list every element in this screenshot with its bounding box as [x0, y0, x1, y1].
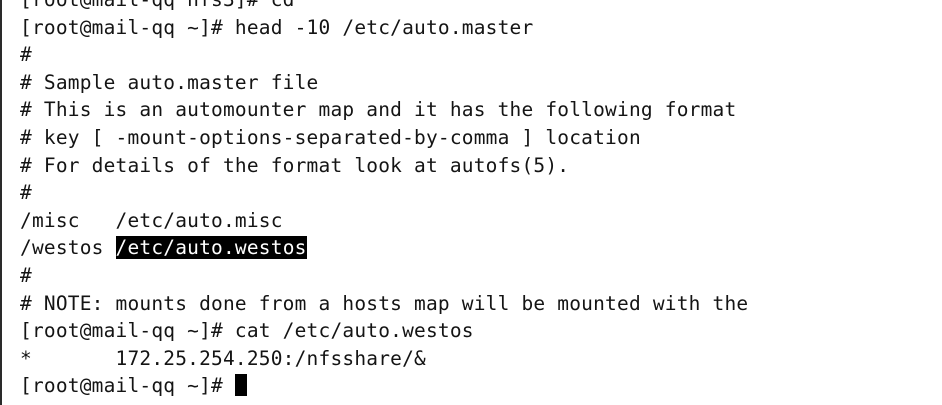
terminal-line: # [20, 181, 32, 205]
terminal-line: # Sample auto.master file [20, 70, 319, 94]
selected-text[interactable]: /etc/auto.westos [115, 236, 307, 260]
prompt-line[interactable]: [root@mail-qq ~]# [20, 372, 748, 400]
terminal-line: [root@mail-qq nfs3]# cd [20, 0, 748, 14]
shell-prompt: [root@mail-qq ~]# [20, 374, 235, 398]
terminal-line-westos: /westos /etc/auto.westos [20, 234, 748, 262]
terminal-line: # key [ -mount-options-separated-by-comm… [20, 125, 641, 149]
terminal-line: # NOTE: mounts done from a hosts map wil… [20, 291, 749, 315]
text-cursor [234, 374, 247, 397]
terminal-output: [root@mail-qq nfs3]# cd [root@mail-qq ~]… [20, 0, 748, 400]
terminal-line: * 172.25.254.250:/nfsshare/& [20, 346, 426, 370]
terminal-line: # [20, 263, 32, 287]
terminal-line: # [20, 43, 32, 67]
terminal-line: # For details of the format look at auto… [20, 153, 570, 177]
terminal-line-prefix: /westos [20, 236, 116, 260]
terminal-line: /misc /etc/auto.misc [20, 208, 283, 232]
terminal-line: # This is an automounter map and it has … [20, 98, 737, 122]
terminal-line: [root@mail-qq ~]# cat /etc/auto.westos [20, 319, 474, 343]
terminal-line: [root@mail-qq ~]# head -10 /etc/auto.mas… [20, 15, 534, 39]
